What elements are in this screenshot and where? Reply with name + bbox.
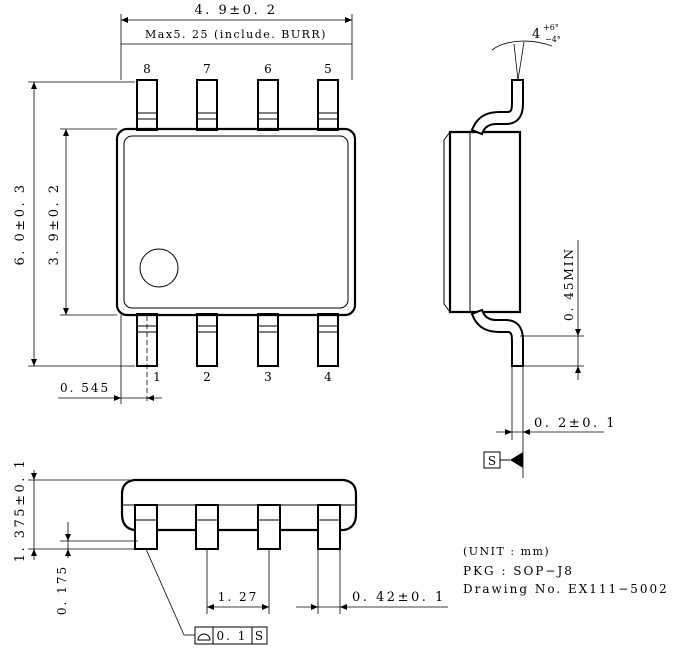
svg-text:3. 9±0. 2: 3. 9±0. 2 [47,182,62,265]
pin-label-4: 4 [324,370,332,384]
bottom-leads [136,313,339,367]
pin-label-1: 1 [153,370,161,384]
dim-body-length: 4. 9±0. 2 Max5. 25 (include. BURR) [120,3,353,80]
svg-text:0. 1: 0. 1 [217,629,248,643]
lead-2 [196,313,218,367]
datum-s-symbol: S [483,451,523,469]
pin-label-8: 8 [143,62,151,76]
package-body-top [115,127,357,317]
svg-text:0. 545: 0. 545 [60,381,110,395]
lead-6 [257,79,279,131]
dim-lead-width: 0. 42±0. 1 [296,549,448,614]
svg-text:4. 9±0. 2: 4. 9±0. 2 [194,3,277,18]
svg-text:0. 175: 0. 175 [55,565,69,615]
svg-text:6. 0±0. 3: 6. 0±0. 3 [13,182,28,265]
notes: (UNIT : mm) PKG : SOP−J8 Drawing No. EX1… [463,545,669,596]
svg-text:1. 27: 1. 27 [218,590,259,604]
lead-5 [317,79,339,131]
dim-body-width: 3. 9±0. 2 [47,128,117,316]
front-leads [134,504,341,550]
unit-note: (UNIT : mm) [463,545,550,558]
pin-label-6: 6 [264,62,272,76]
lead-8 [136,79,158,131]
lead-7 [196,79,218,131]
package-name: PKG : SOP−J8 [463,564,574,578]
gull-wing-lead [470,79,524,136]
dim-pin1-offset: 0. 545 [58,315,162,404]
lead-3 [257,313,279,367]
svg-text:1. 375±0. 1: 1. 375±0. 1 [13,458,28,563]
dim-pitch: 1. 27 [206,549,270,614]
package-body-front [120,478,358,532]
top-view: 8 7 6 5 1 2 3 4 4. 9±0. 2 Max5. 25 (incl… [13,3,357,404]
svg-text:Max5. 25 (include. BURR): Max5. 25 (include. BURR) [145,28,327,41]
side-view: 4 +6° −4° 0. 45MIN 0. 2±0. 1 S [443,23,617,478]
svg-text:4: 4 [532,27,543,42]
pin-label-2: 2 [203,370,211,384]
dim-standoff: 0. 175 [55,522,138,615]
drawing-number: Drawing No. EX111−5002 [463,582,669,596]
svg-text:0. 2±0. 1: 0. 2±0. 1 [534,416,617,431]
svg-text:+6°: +6° [543,23,559,32]
svg-text:0. 42±0. 1: 0. 42±0. 1 [352,590,446,605]
flatness-callout: 0. 1 S [145,548,268,645]
svg-text:S: S [255,629,263,643]
dim-package-height: 1. 375±0. 1 [13,458,138,563]
profile-surface-icon [197,633,211,641]
pin-label-5: 5 [324,62,332,76]
package-body-inner [123,135,349,309]
svg-text:0. 45MIN: 0. 45MIN [562,247,576,321]
front-view: 1. 375±0. 1 0. 175 1. 27 0. 42±0. 1 [13,458,448,645]
pin1-marker [139,248,179,288]
svg-text:S: S [488,454,496,468]
lead-4 [317,313,339,367]
dim-overall-width: 6. 0±0. 3 [13,81,135,367]
svg-text:−4°: −4° [545,35,561,44]
pin-label-7: 7 [203,62,211,76]
package-body-side [448,130,522,314]
top-leads [136,79,339,131]
pin-label-3: 3 [264,370,272,384]
dim-lead-angle: 4 +6° −4° [491,23,561,81]
dim-lead-length-min: 0. 45MIN [520,240,584,380]
